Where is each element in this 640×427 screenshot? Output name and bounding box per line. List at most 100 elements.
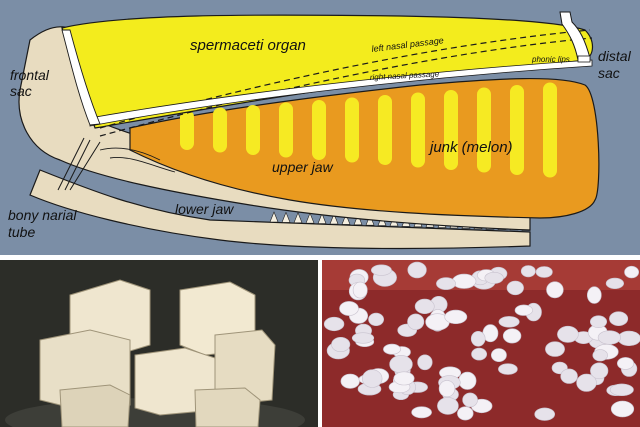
wax-pellet: [438, 380, 456, 398]
wax-pellet: [535, 266, 553, 278]
wax-block-group: [39, 279, 276, 427]
wax-blocks-photo: [0, 260, 318, 427]
phonic-lips-label: phonic lips: [531, 55, 570, 64]
wax-pellet: [576, 373, 597, 392]
junk-stripe: [477, 87, 491, 173]
frontal-sac-label-line2: sac: [10, 83, 32, 99]
frontal-sac-region: [61, 29, 101, 126]
wax-pellet: [534, 407, 555, 421]
sperm-whale-head-diagram: spermaceti organ frontal sac left nasal …: [0, 0, 640, 255]
spermaceti-organ-label: spermaceti organ: [190, 37, 306, 54]
wax-pellet: [498, 316, 520, 328]
distal-sac-label-line2: sac: [598, 65, 620, 81]
wax-pellet: [407, 261, 427, 279]
tooth: [341, 213, 351, 225]
wax-pellet: [520, 265, 536, 278]
tooth: [317, 212, 327, 224]
wax-pellet: [617, 330, 640, 346]
wax-pellet: [411, 406, 432, 419]
wax-pellet: [436, 277, 456, 290]
right-nasal-passage-label: right nasal passage: [370, 69, 440, 82]
junk-stripe: [180, 110, 194, 150]
junk-stripe: [213, 107, 227, 153]
wax-pellet: [417, 354, 433, 371]
wax-pellet: [393, 371, 415, 386]
wax-pellets-photo: [322, 260, 640, 427]
wax-pellet: [616, 357, 634, 370]
wax-pellet: [351, 332, 375, 344]
tooth: [293, 211, 303, 224]
frontal-sac-label-line1: frontal: [10, 67, 50, 83]
wax-pellet: [371, 264, 392, 276]
wax-pellet: [610, 400, 635, 418]
wax-pellet: [502, 328, 522, 344]
wax-pellet: [484, 271, 504, 284]
tooth: [281, 211, 291, 223]
wax-pellet: [407, 313, 425, 330]
wax-pellet: [624, 265, 639, 279]
wax-pellet: [560, 368, 578, 384]
wax-pellet: [597, 330, 622, 345]
bony-narial-tube-lines: [57, 137, 101, 191]
junk-stripe: [444, 90, 458, 170]
wax-pellet: [457, 406, 474, 421]
bony-narial-tube-label-line1: bony narial: [8, 207, 77, 223]
junk-stripe: [279, 102, 293, 158]
junk-stripe: [510, 85, 524, 175]
wax-pellet: [589, 315, 607, 329]
wax-pellet: [444, 309, 468, 325]
wax-pellet: [471, 347, 487, 361]
lower-jaw-bone: [29, 169, 531, 250]
wax-pellet: [437, 397, 459, 415]
skull-detail-lines: [99, 147, 176, 173]
junk-stripe: [345, 97, 359, 163]
wax-pellet: [490, 348, 507, 362]
wax-pellet: [458, 371, 477, 390]
wax-pellet: [514, 304, 533, 316]
wax-pellet: [362, 369, 383, 388]
wax-pellet: [546, 281, 564, 299]
wax-pellets-illustration: [322, 260, 640, 427]
wax-pellet: [331, 337, 351, 353]
wax-pellet: [592, 349, 608, 362]
wax-pellet: [470, 331, 486, 347]
left-nasal-passage-line: [99, 29, 591, 129]
wax-block-bottom-left: [59, 384, 131, 427]
wax-pellet: [609, 311, 629, 327]
wax-pellet: [368, 312, 384, 327]
skull-bone: [18, 26, 531, 231]
bony-narial-tube-label-line2: tube: [8, 224, 35, 240]
lower-jaw-label: lower jaw: [175, 201, 234, 217]
wax-pellets-group: [323, 261, 640, 421]
tooth: [269, 211, 279, 223]
upper-jaw-label: upper jaw: [272, 159, 334, 175]
wax-block-bottom-right: [194, 387, 261, 427]
wax-pellet: [383, 343, 401, 355]
wax-pellet: [605, 277, 625, 289]
junk-melon-label: junk (melon): [428, 139, 513, 156]
wax-pellet: [414, 298, 435, 315]
wax-pellet: [462, 392, 478, 408]
tooth: [353, 213, 363, 226]
wax-pellet: [545, 341, 565, 357]
wax-pellet: [609, 383, 634, 397]
wax-pellet: [352, 281, 368, 299]
junk-stripe: [411, 92, 425, 168]
wax-pellet: [498, 363, 518, 375]
junk-melon-stripes: [180, 82, 557, 178]
wax-pellet: [506, 280, 524, 296]
wax-pellet: [323, 316, 345, 332]
distal-sac-label-line1: distal: [598, 48, 632, 64]
junk-stripe: [312, 100, 326, 160]
wax-pellet: [339, 301, 359, 316]
junk-stripe: [378, 95, 392, 165]
junk-stripe: [543, 82, 557, 178]
wax-pellet: [389, 355, 413, 374]
wax-blocks-illustration: [0, 260, 318, 427]
wax-pellet: [557, 325, 579, 343]
wax-pellet: [590, 362, 609, 380]
tooth: [305, 212, 315, 224]
junk-stripe: [246, 105, 260, 155]
right-nasal-passage-band: [89, 59, 593, 127]
phonic-lips-marker: [577, 55, 591, 63]
